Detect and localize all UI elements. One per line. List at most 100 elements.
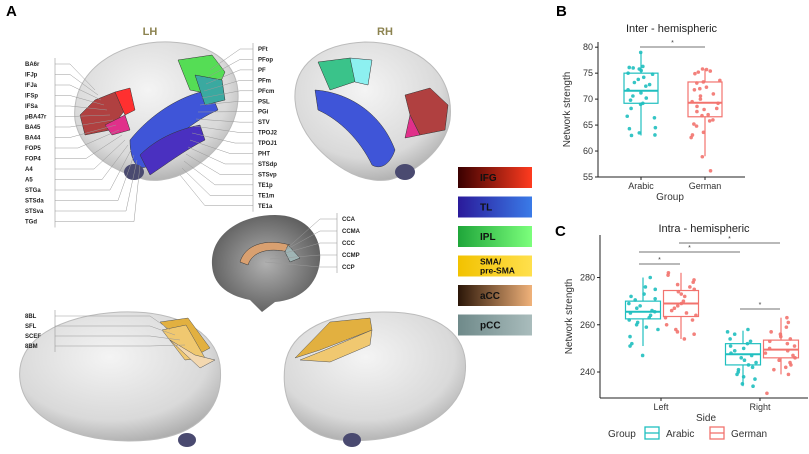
data-point bbox=[629, 133, 634, 138]
leader-line bbox=[55, 164, 141, 222]
legend-swatch-0 bbox=[458, 167, 532, 188]
data-point bbox=[704, 67, 709, 72]
leader-line bbox=[55, 159, 138, 212]
data-point bbox=[644, 325, 649, 329]
data-point bbox=[627, 126, 632, 131]
data-point bbox=[784, 325, 789, 329]
region-label-te1a: TE1a bbox=[258, 204, 273, 210]
data-point bbox=[750, 365, 755, 370]
x-tick-label: Left bbox=[653, 402, 669, 412]
data-point bbox=[695, 109, 699, 114]
data-point bbox=[765, 391, 769, 396]
panel-letter: C bbox=[555, 223, 566, 240]
data-point bbox=[639, 68, 643, 73]
region-label-ccp: CCP bbox=[342, 265, 355, 271]
leader-line bbox=[195, 118, 253, 123]
region-label-pht: PHT bbox=[258, 152, 270, 158]
leader-line bbox=[55, 63, 96, 91]
data-point bbox=[694, 313, 698, 318]
leader-line bbox=[201, 90, 253, 99]
data-point bbox=[732, 348, 737, 353]
data-point bbox=[672, 306, 677, 311]
data-point bbox=[698, 97, 703, 101]
leader-line bbox=[55, 119, 114, 128]
y-axis-label: Network strength bbox=[562, 72, 573, 148]
region-label-stsva: STSva bbox=[25, 209, 44, 215]
leader-line bbox=[55, 124, 117, 138]
leader-line bbox=[55, 344, 186, 347]
region-label-scef: SCEF bbox=[25, 334, 41, 340]
legend-label-2: IPL bbox=[480, 232, 496, 243]
data-point bbox=[696, 70, 701, 74]
leader-line bbox=[55, 114, 111, 117]
leader-line bbox=[55, 105, 108, 111]
data-point bbox=[754, 360, 758, 365]
region-label-pfm: PFm bbox=[258, 78, 271, 84]
legend-swatch-5 bbox=[458, 314, 532, 336]
data-point bbox=[632, 80, 637, 85]
data-point bbox=[751, 384, 755, 388]
leader-line bbox=[183, 160, 253, 186]
data-point bbox=[634, 306, 639, 311]
legend-label-1: TL bbox=[480, 203, 492, 214]
data-point bbox=[777, 358, 781, 363]
data-point bbox=[647, 82, 652, 87]
data-point bbox=[675, 330, 680, 334]
y-tick-label: 240 bbox=[580, 367, 595, 377]
medial-brain bbox=[211, 215, 321, 312]
data-point bbox=[647, 315, 652, 320]
data-point bbox=[700, 113, 704, 118]
data-point bbox=[792, 344, 797, 348]
region-label-te1p: TE1p bbox=[258, 183, 273, 189]
data-point bbox=[676, 289, 681, 294]
data-point bbox=[626, 71, 630, 75]
data-point bbox=[691, 280, 695, 285]
data-point bbox=[718, 78, 722, 83]
region-label-stsvp: STSvp bbox=[258, 172, 277, 178]
region-label-pba47r: pBA47r bbox=[25, 115, 47, 121]
data-point bbox=[631, 66, 635, 70]
data-point bbox=[772, 367, 776, 372]
data-point bbox=[628, 311, 633, 315]
data-point bbox=[778, 334, 783, 339]
significance-marker: * bbox=[671, 40, 674, 47]
region-label-ba44: BA44 bbox=[25, 136, 41, 142]
leader-line bbox=[199, 101, 253, 106]
x-tick-label: Arabic bbox=[628, 181, 654, 191]
legend-title: Group bbox=[608, 429, 636, 440]
data-point bbox=[740, 382, 745, 386]
region-label-ccma: CCMA bbox=[342, 229, 361, 235]
data-point bbox=[692, 332, 696, 337]
data-point bbox=[739, 356, 744, 360]
box-arabic bbox=[623, 50, 659, 138]
leader-line bbox=[55, 134, 123, 159]
region-label-ba45: BA45 bbox=[25, 125, 41, 131]
data-point bbox=[693, 71, 697, 76]
x-tick-label: German bbox=[689, 181, 722, 191]
data-point bbox=[767, 346, 772, 351]
leader-line bbox=[203, 80, 253, 92]
data-point bbox=[679, 292, 684, 296]
data-point bbox=[675, 282, 680, 287]
region-label-stv: STV bbox=[258, 120, 270, 126]
data-point bbox=[711, 92, 716, 96]
leader-line bbox=[55, 74, 99, 96]
data-point bbox=[707, 119, 712, 123]
data-point bbox=[682, 337, 687, 341]
data-point bbox=[791, 353, 795, 358]
data-point bbox=[769, 330, 773, 334]
significance-marker: * bbox=[759, 302, 762, 309]
data-point bbox=[753, 377, 757, 381]
data-point bbox=[788, 337, 793, 341]
leader-line bbox=[55, 95, 105, 106]
region-label-pfop: PFop bbox=[258, 57, 273, 63]
leader-line bbox=[55, 315, 171, 331]
leader-line bbox=[284, 218, 337, 251]
rh-lateral-brain bbox=[294, 41, 451, 181]
data-point bbox=[638, 304, 642, 308]
data-point bbox=[729, 351, 733, 355]
data-point bbox=[741, 346, 746, 351]
leader-line bbox=[55, 139, 126, 170]
region-label-ifsa: IFSa bbox=[25, 104, 38, 110]
data-point bbox=[669, 308, 674, 313]
